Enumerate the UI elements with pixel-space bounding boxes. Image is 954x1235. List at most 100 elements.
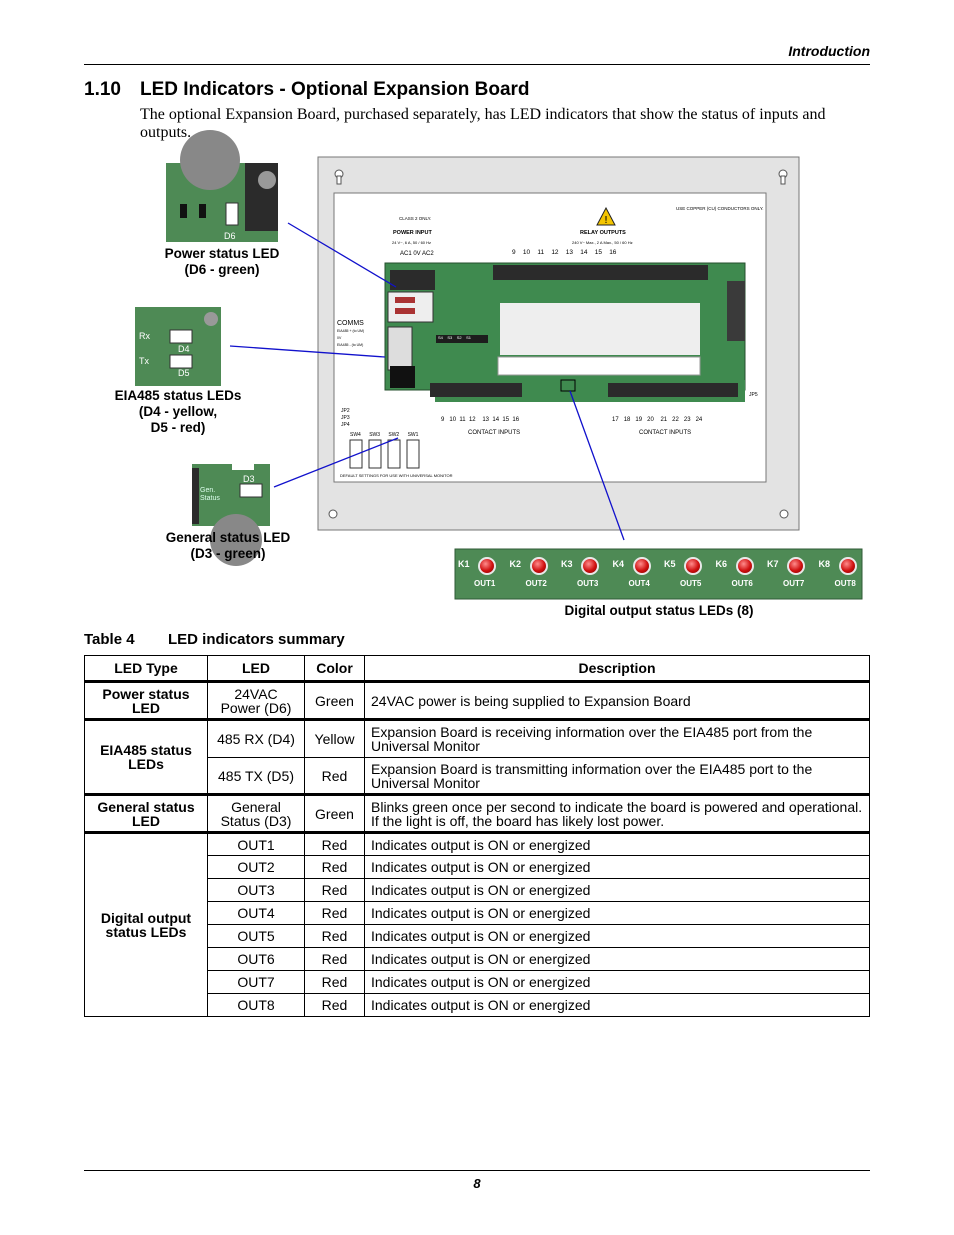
cell-color: Yellow <box>304 718 365 758</box>
header-rule <box>84 64 870 65</box>
cell-description: Indicates output is ON or energized <box>364 924 870 948</box>
switch-block <box>436 335 488 343</box>
intro-paragraph: The optional Expansion Board, purchased … <box>140 106 826 141</box>
board-figure <box>135 130 863 600</box>
relay-terminal-strip <box>493 265 708 280</box>
table-label: Table 4 <box>84 631 135 648</box>
cell-description: Indicates output is ON or energized <box>364 855 870 879</box>
cell-led: 485 RX (D4) <box>207 718 305 758</box>
inset-rx-label: Rx <box>139 331 150 341</box>
cell-led: OUT1 <box>207 831 305 856</box>
group-eia485: EIA485 status LEDs <box>84 718 208 795</box>
cell-description: Blinks green once per second to indicate… <box>364 793 870 833</box>
board-comms-2: 0V <box>337 336 342 340</box>
board-ac-labels: AC1 0V AC2 <box>400 251 434 257</box>
cell-led: OUT5 <box>207 924 305 948</box>
cell-color: Red <box>304 924 365 948</box>
red-led-icon <box>838 557 857 575</box>
led-highlight-box <box>560 379 576 392</box>
inset-gen-label: Gen. <box>200 487 216 494</box>
board-relay-outputs: RELAY OUTPUTS <box>580 230 626 236</box>
board-contact-inputs-left: CONTACT INPUTS <box>468 430 521 436</box>
page-number: 8 <box>473 1176 481 1191</box>
comms-terminal <box>387 326 413 371</box>
group-digital: Digital output status LEDs <box>84 831 208 1017</box>
contact-terminal-left <box>430 383 522 397</box>
cell-color: Red <box>304 993 365 1017</box>
relay-label: K4 <box>612 559 625 569</box>
cell-color: Red <box>304 855 365 879</box>
screw-icon <box>204 312 218 326</box>
screw-icon <box>258 171 276 189</box>
d6-led-icon <box>225 202 239 226</box>
output-label: OUT8 <box>834 579 856 588</box>
board-relay-spec: 240 V~ Max., 2 A Max., 50 / 60 Hz <box>572 240 633 245</box>
col-header-led: LED <box>207 655 305 683</box>
cell-led: 24VAC Power (D6) <box>207 681 305 720</box>
table-row: OUT4 Red Indicates output is ON or energ… <box>85 901 870 925</box>
relay-label: K7 <box>767 559 779 569</box>
output-label: OUT4 <box>628 579 650 588</box>
cell-led: OUT3 <box>207 878 305 902</box>
fuse-icon <box>395 308 415 314</box>
board-power-spec: 24 V~, 6 A, 50 / 60 Hz <box>392 240 432 245</box>
section-number: 1.10 <box>84 79 121 100</box>
output-label: OUT2 <box>525 579 547 588</box>
col-header-color: Color <box>304 655 365 683</box>
cell-color: Red <box>304 970 365 994</box>
side-connector <box>727 281 745 341</box>
table-row: 485 TX (D5) Red Expansion Board is trans… <box>85 757 870 795</box>
eia485-status-caption: EIA485 status LEDs(D4 - yellow,D5 - red) <box>114 388 242 435</box>
callout-line-digital <box>569 390 625 541</box>
table-title: LED indicators summary <box>168 631 345 648</box>
running-header: Introduction <box>788 43 870 59</box>
cell-description: Indicates output is ON or energized <box>364 970 870 994</box>
output-label: OUT7 <box>783 579 805 588</box>
callout-line-general <box>273 437 399 488</box>
power-area <box>387 291 434 323</box>
relay-label: K1 <box>458 559 470 569</box>
board-bottom-terminals-left: 9 10 11 12 13 14 15 16 <box>441 417 520 423</box>
cell-led: OUT2 <box>207 855 305 879</box>
keyhole-icon <box>334 169 788 185</box>
general-status-caption: General status LED(D3 - green) <box>165 530 291 561</box>
red-led-icon <box>735 557 754 575</box>
relay-block <box>500 303 700 355</box>
board-sw-labels: SW4 SW3 SW2 SW1 <box>350 432 419 438</box>
relay-label: K8 <box>818 559 831 569</box>
cell-led: OUT7 <box>207 970 305 994</box>
board-class2: CLASS 2 ONLY. <box>399 216 432 221</box>
board-top-terminals: 9 10 11 12 13 14 15 16 <box>512 249 617 256</box>
table-row: EIA485 status LEDs 485 RX (D4) Yellow Ex… <box>84 718 870 795</box>
col-header-led-type: LED Type <box>84 655 208 683</box>
callout-line-eia <box>229 345 386 358</box>
board-jp5: JP5 <box>749 392 758 398</box>
relay-led-strip <box>497 356 701 376</box>
board-power-input: POWER INPUT <box>393 230 432 236</box>
cell-color: Green <box>304 681 365 720</box>
cell-description: Indicates output is ON or energized <box>364 947 870 971</box>
component-icon <box>199 204 206 218</box>
power-status-caption: Power status LED(D6 - green) <box>164 246 280 277</box>
relay-label: K5 <box>664 559 676 569</box>
output-label: OUT1 <box>474 579 496 588</box>
inset-d4-label: D4 <box>178 344 190 354</box>
group-power: Power status LED <box>84 681 208 720</box>
output-label: OUT6 <box>731 579 753 588</box>
inset-d5-label: D5 <box>178 368 190 378</box>
capacitor-icon <box>210 514 262 566</box>
cell-color: Red <box>304 831 365 856</box>
connector-icon <box>192 468 199 524</box>
footer-rule <box>84 1170 870 1171</box>
cell-description: Indicates output is ON or energized <box>364 993 870 1017</box>
component-icon <box>232 464 254 470</box>
cell-color: Red <box>304 901 365 925</box>
inset-d3-label: D3 <box>243 474 255 484</box>
table-caption: Table 4 LED indicators summary <box>84 631 345 648</box>
table-row: OUT3 Red Indicates output is ON or energ… <box>85 878 870 902</box>
board-switch-tags: S4 S3 S2 S1 <box>438 335 471 340</box>
d5-led-icon <box>169 354 193 369</box>
